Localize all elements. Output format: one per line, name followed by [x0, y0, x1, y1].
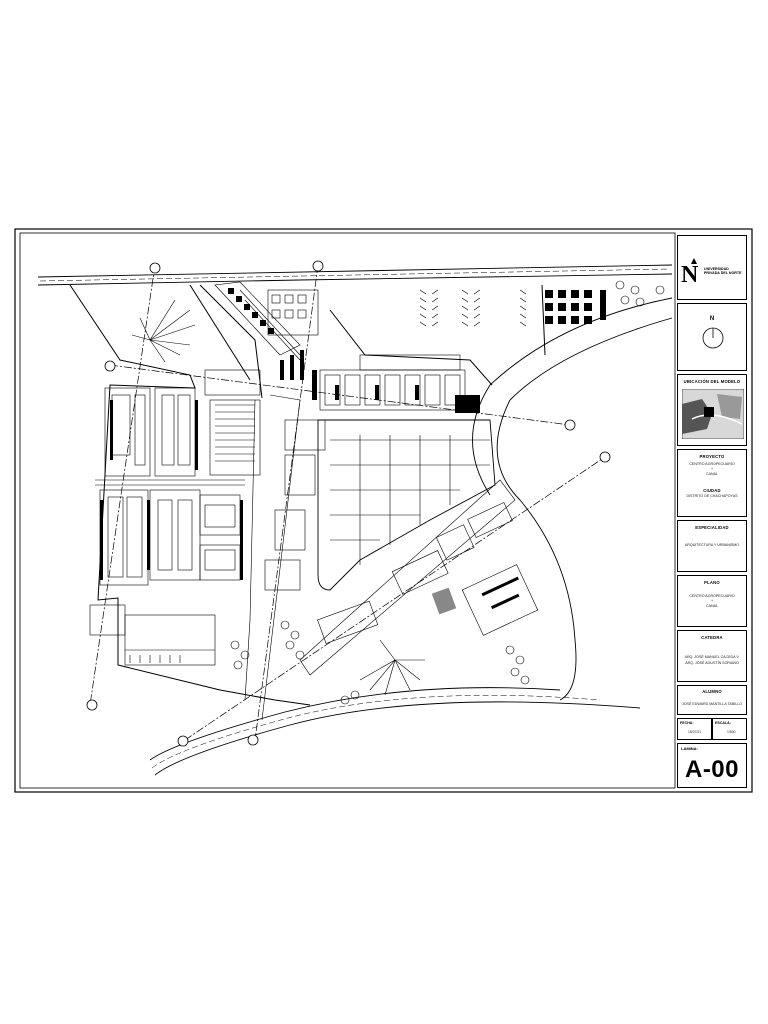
svg-text:N: N [681, 262, 699, 286]
plan-line3: CANAL [706, 604, 718, 608]
top-parking [419, 289, 527, 327]
scale-value: 1/500 [727, 730, 736, 734]
scale-label: ESCALA: [715, 721, 731, 725]
tb-logo-box: N UNIVERSIDAD PRIVADA DEL NORTE [677, 235, 747, 300]
city-value: DISTRITO DE CHACHAPOYAS [686, 494, 738, 498]
top-right-dark-parking [545, 290, 606, 324]
project-line1: CENTRO AGROPECUARIO [689, 462, 735, 466]
radial-feature-bottom [359, 639, 425, 696]
section-markers [86, 260, 611, 747]
plan-header: PLANO [704, 580, 720, 585]
left-dark-bands [100, 400, 243, 580]
tb-scale-box: ESCALA: 1/500 [712, 718, 747, 740]
university-line2: PRIVADA DEL NORTE [704, 271, 742, 276]
outer-frame [14, 228, 753, 793]
middle-buildings [244, 394, 326, 721]
north-logo-icon: N [681, 258, 699, 286]
tb-specialty-box: ESPECIALIDAD ARQUITECTURA Y URBANISMO [677, 520, 747, 572]
tb-project-box: PROYECTO CENTRO AGROPECUARIO + CANAL CIU… [677, 449, 747, 517]
tb-student-box: ALUMNO JOSÉ EDWARD MANTILLA TABILLO [677, 685, 747, 715]
grey-accent-block [431, 587, 457, 615]
diagonal-buildings [299, 479, 539, 676]
tb-date-box: FECHA: 15/07/21 [677, 718, 712, 740]
top-road [37, 264, 673, 286]
specialty-value: ARQUITECTURA Y URBANISMO [684, 543, 740, 547]
project-line2: + [710, 467, 714, 471]
student-value: JOSÉ EDWARD MANTILLA TABILLO [681, 702, 743, 706]
upper-center-dark [228, 288, 480, 413]
upper-center-blocks [214, 281, 466, 411]
chair-header: CATEDRA [701, 635, 723, 640]
right-road [472, 297, 673, 701]
university-line1: UNIVERSIDAD [704, 267, 729, 271]
project-line3: CANAL [706, 472, 718, 476]
trees [230, 280, 665, 705]
grid-field [317, 419, 496, 591]
north-arrow-icon [702, 327, 724, 349]
student-header: ALUMNO [702, 689, 722, 694]
plan-line1: CENTRO AGROPECUARIO [689, 594, 735, 598]
tb-plan-box: PLANO CENTRO AGROPECUARIO + CANAL [677, 575, 747, 627]
project-header: PROYECTO [699, 454, 725, 459]
plan-line2: + [710, 599, 714, 603]
sheet-label: LAMINA: [681, 746, 698, 751]
north-arrow-label: N [709, 316, 715, 322]
tb-sheet-box: LAMINA: A-00 [677, 743, 747, 788]
date-value: 15/07/21 [688, 730, 702, 734]
chair-line2: ARQ. JOSÉ AGUSTÍN SORIANO [685, 661, 739, 665]
inner-frame [19, 232, 676, 789]
tb-north-box: N [677, 303, 747, 371]
date-label: FECHA: [680, 721, 694, 725]
site-boundary [69, 284, 546, 706]
tb-chair-box: CATEDRA ARQ. JOSÉ MANUEL CACEDA V. ARQ. … [677, 630, 747, 682]
left-complex [89, 369, 261, 666]
sheet-code: A-00 [684, 756, 740, 783]
bottom-road [149, 687, 641, 776]
diagonal-dark [481, 576, 520, 610]
radial-feature-top [131, 299, 196, 363]
location-map [682, 389, 744, 439]
tb-location-box: UBICACIÓN DEL MODELO [677, 374, 747, 446]
location-header: UBICACIÓN DEL MODELO [683, 379, 741, 384]
specialty-header: ESPECIALIDAD [695, 525, 729, 530]
section-lines [89, 264, 606, 741]
chair-line1: ARQ. JOSÉ MANUEL CACEDA V. [684, 655, 740, 659]
city-header: CIUDAD [703, 488, 721, 493]
